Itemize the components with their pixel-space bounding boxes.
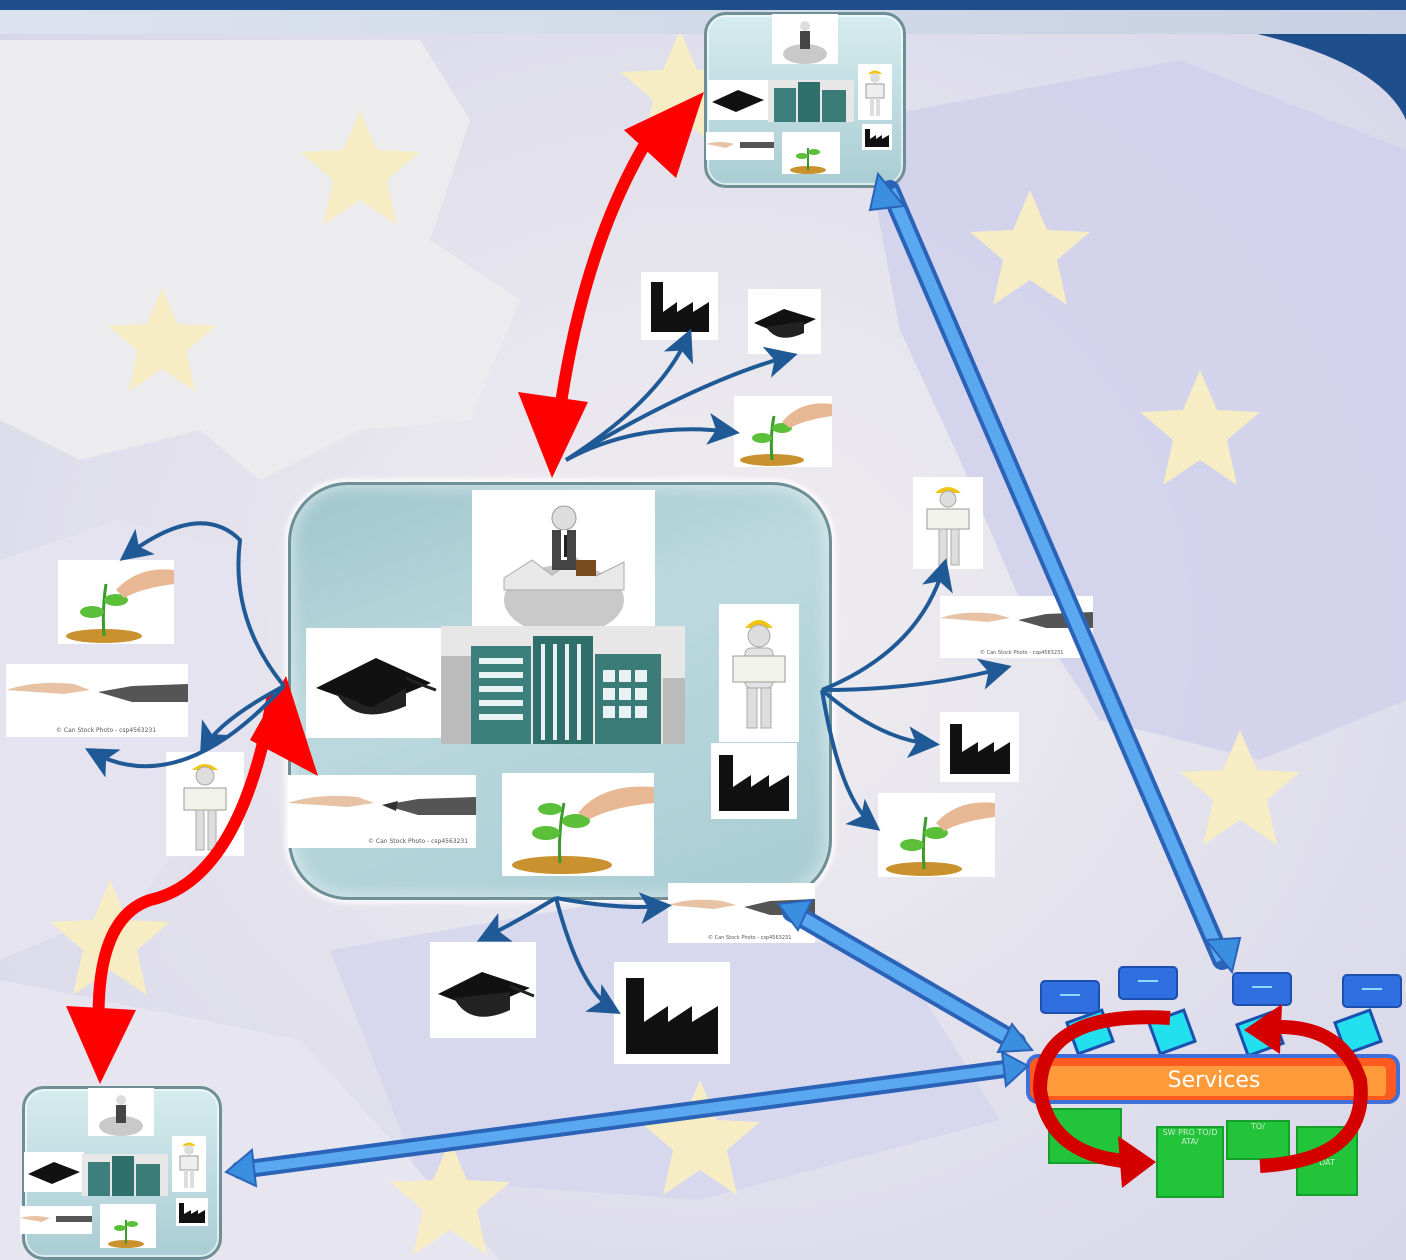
data-module-box: TO/ [1226,1120,1290,1160]
worker-with-helmet-icon [166,752,244,856]
factory-icon [641,272,718,340]
graduation-cap-icon [708,80,768,120]
factory-icon [176,1198,208,1226]
human-robot-hands-icon [20,1206,92,1234]
hand-planting-coins-icon [782,132,840,174]
graduation-cap-icon [748,289,821,354]
factory-icon [940,712,1019,782]
watermark-text: © Can Stock Photo - csp4563231 [708,934,791,941]
hand-planting-coins-icon [734,396,832,467]
service-connector-icon [1342,974,1402,1008]
factory-icon [614,962,730,1064]
human-robot-hands-icon: © Can Stock Photo - csp4563231 [668,883,815,943]
services-label: Services [1167,1068,1261,1093]
hand-planting-coins-icon [502,773,654,876]
top-title-bar [0,0,1406,10]
graduation-cap-icon [306,628,441,738]
watermark-text: © Can Stock Photo - csp4563231 [56,727,156,734]
graduation-cap-icon [24,1152,84,1192]
human-robot-hands-icon: © Can Stock Photo - csp4563231 [288,775,476,848]
service-connector-icon [1118,966,1178,1000]
data-module-box: DAT [1296,1126,1358,1196]
data-module-text: SW PRO TO/D ATA/ [1162,1128,1218,1146]
service-connector-icon [1232,972,1292,1006]
worker-with-helmet-icon [858,64,892,120]
human-robot-hands-icon: © Can Stock Photo - csp4563231 [6,664,188,737]
city-buildings-icon [768,80,854,122]
data-module-box: SW PRO TO/D ATA/ [1156,1126,1224,1198]
incubator-icon [88,1088,154,1136]
data-module-text: TO/ [1251,1122,1265,1131]
worker-with-helmet-icon [913,477,983,569]
watermark-text: © Can Stock Photo - csp4563231 [368,838,468,845]
hand-planting-coins-icon [58,560,174,644]
data-module-box [1048,1108,1122,1164]
factory-icon [711,743,797,819]
graduation-cap-icon [430,942,536,1038]
top-banner [0,10,1406,34]
incubator-icon [472,490,655,628]
incubator-icon [772,14,838,64]
worker-with-helmet-icon [172,1136,206,1192]
city-buildings-icon [441,626,685,744]
hand-planting-coins-icon [100,1204,156,1248]
city-buildings-icon [82,1154,168,1196]
worker-with-helmet-icon [719,604,799,742]
human-robot-hands-icon: © Can Stock Photo - csp4563231 [940,596,1093,658]
service-connector-icon [1040,980,1100,1014]
hand-planting-coins-icon [878,793,995,877]
human-robot-hands-icon [706,132,774,160]
watermark-text: © Can Stock Photo - csp4563231 [980,649,1063,656]
data-module-text: DAT [1319,1158,1335,1167]
factory-icon [862,124,892,150]
